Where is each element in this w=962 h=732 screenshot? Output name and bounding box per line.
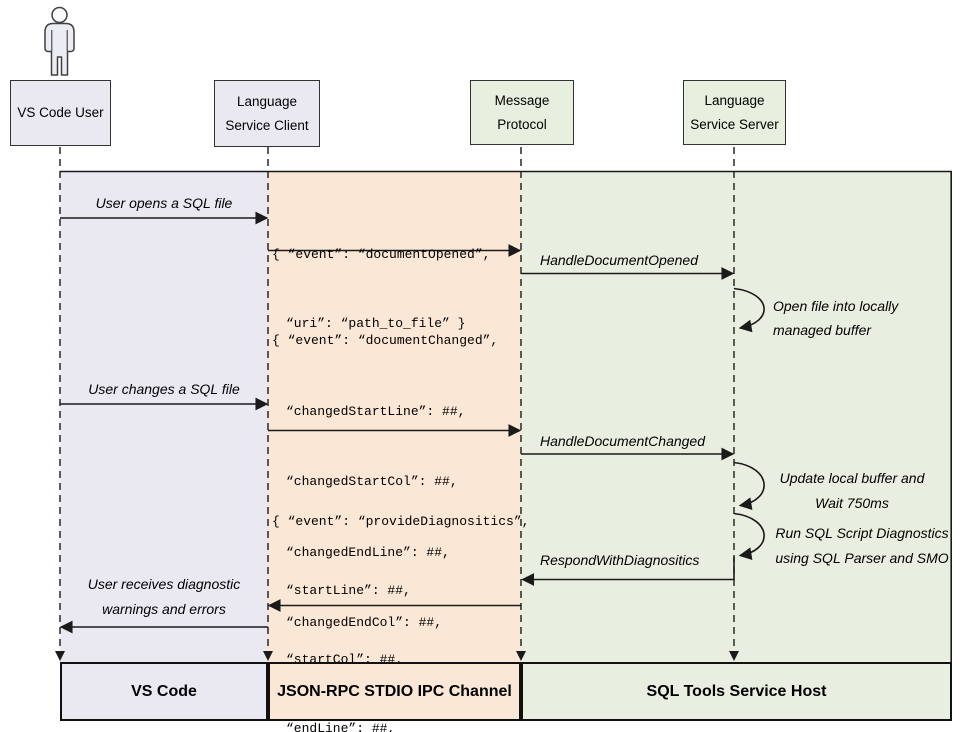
actor-icon [44, 6, 75, 76]
lane-service-host [521, 171, 952, 663]
header-label: Language [704, 92, 765, 108]
header-label: Protocol [497, 116, 547, 132]
header-label: Language [236, 93, 298, 109]
label-handle-document-changed: HandleDocumentChanged [540, 433, 705, 449]
footer-service-host: SQL Tools Service Host [521, 662, 952, 721]
lifeline-protocol-end-arrow [516, 651, 526, 661]
header-language-service-client: Language Service Client [214, 80, 320, 147]
header-label: Message [494, 92, 550, 108]
label-handle-document-opened: HandleDocumentOpened [540, 252, 698, 268]
header-language-service-server: Language Service Server [683, 80, 786, 145]
note-run-diagnostics: Run SQL Script Diagnostics using SQL Par… [775, 525, 949, 566]
header-label: Service Client [225, 117, 309, 133]
label-user-receives: User receives diagnostic warnings and er… [87, 576, 241, 617]
lane-vscode [60, 171, 268, 663]
label-user-opens: User opens a SQL file [95, 195, 233, 211]
note-update-buffer: Update local buffer and Wait 750ms [779, 470, 925, 511]
header-vscode-user: VS Code User [10, 80, 111, 146]
footer-vscode: VS Code [60, 662, 268, 721]
loop-update-buffer [733, 461, 765, 510]
header-label: VS Code User [17, 105, 104, 120]
note-open-file-buffer: Open file into locally managed buffer [773, 298, 899, 338]
loop-open-file-buffer [733, 287, 765, 333]
footer-ipc-channel: JSON-RPC STDIO IPC Channel [268, 662, 521, 721]
header-label: Service Server [690, 116, 779, 132]
loop-run-diagnostics [733, 512, 765, 560]
lifeline-server-end-arrow [729, 651, 739, 661]
header-message-protocol: Message Protocol [470, 80, 574, 145]
arrow-respond-with-diagnostics [521, 557, 735, 586]
label-user-changes: User changes a SQL file [88, 381, 240, 397]
lane-ipc-channel [268, 171, 521, 663]
lifeline-user-end-arrow [55, 651, 65, 661]
payload-document-opened: { “event”: “documentOpened”, “uri”: “pat… [272, 247, 491, 331]
lifeline-client-end-arrow [263, 651, 273, 661]
label-respond-with-diagnostics: RespondWithDiagnositics [540, 552, 700, 568]
